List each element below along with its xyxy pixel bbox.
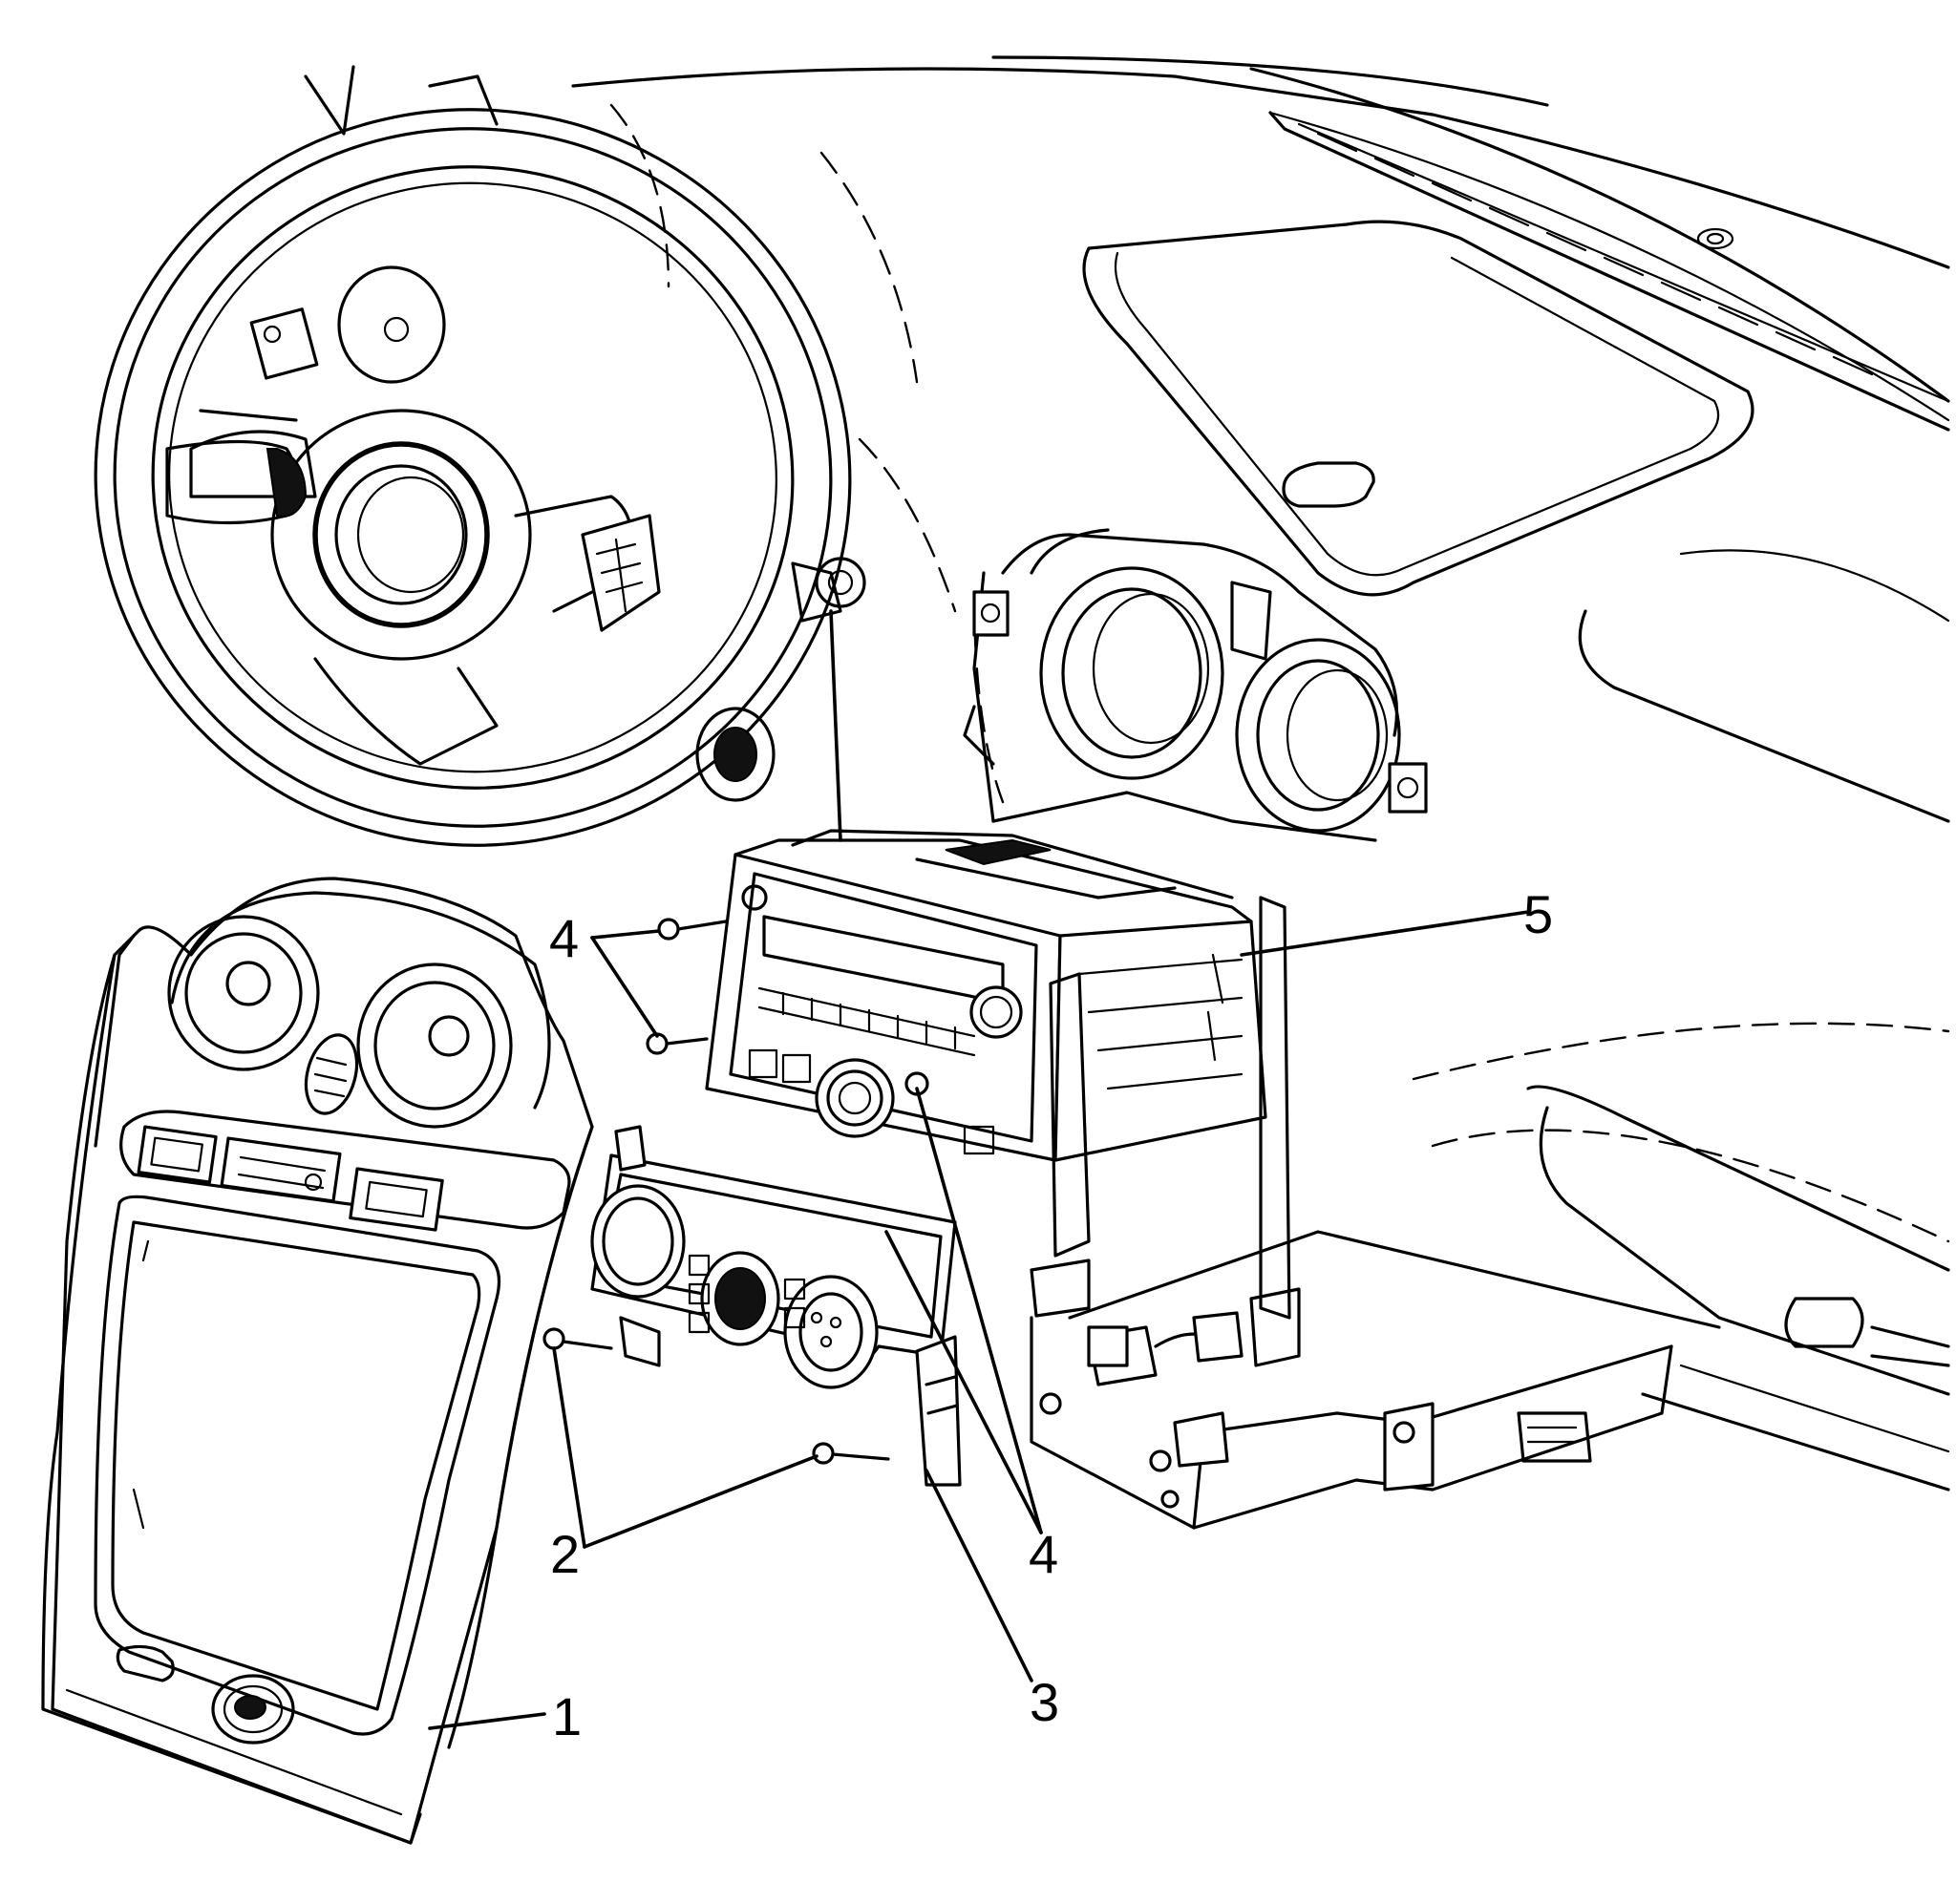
hvac-control-assembly	[590, 1125, 962, 1487]
callout-3: 3	[1030, 1672, 1060, 1732]
callout-5: 5	[1523, 884, 1554, 944]
leader-4a-lower	[590, 936, 659, 1038]
leader-2-left	[552, 1346, 586, 1549]
screw-2-left	[542, 1327, 613, 1350]
leader-3	[925, 1469, 1033, 1682]
callout-2: 2	[550, 1524, 581, 1584]
steering-wheel	[94, 65, 866, 985]
leader-1	[428, 1712, 546, 1730]
leader-4b-hvac	[884, 1230, 1043, 1534]
instrument-panel	[571, 55, 1950, 1491]
leader-2-right	[583, 1454, 819, 1549]
screw-4-upper	[657, 918, 728, 941]
leader-5	[1240, 910, 1530, 957]
trim-bezel	[41, 877, 594, 1845]
callout-4-upper: 4	[549, 908, 580, 968]
fasteners	[542, 918, 890, 1465]
screw-4-lower-left	[646, 1032, 709, 1055]
leader-4b-radio	[915, 1087, 1043, 1534]
radio-assembly	[705, 829, 1267, 1318]
console-base	[1030, 896, 1673, 1530]
callout-1: 1	[552, 1686, 583, 1746]
center-vent-housings	[963, 528, 1428, 842]
callout-4-lower: 4	[1029, 1524, 1059, 1584]
leader-4a-upper	[590, 929, 661, 940]
leader-lines	[428, 910, 1530, 1730]
screw-2-right	[812, 1442, 890, 1465]
